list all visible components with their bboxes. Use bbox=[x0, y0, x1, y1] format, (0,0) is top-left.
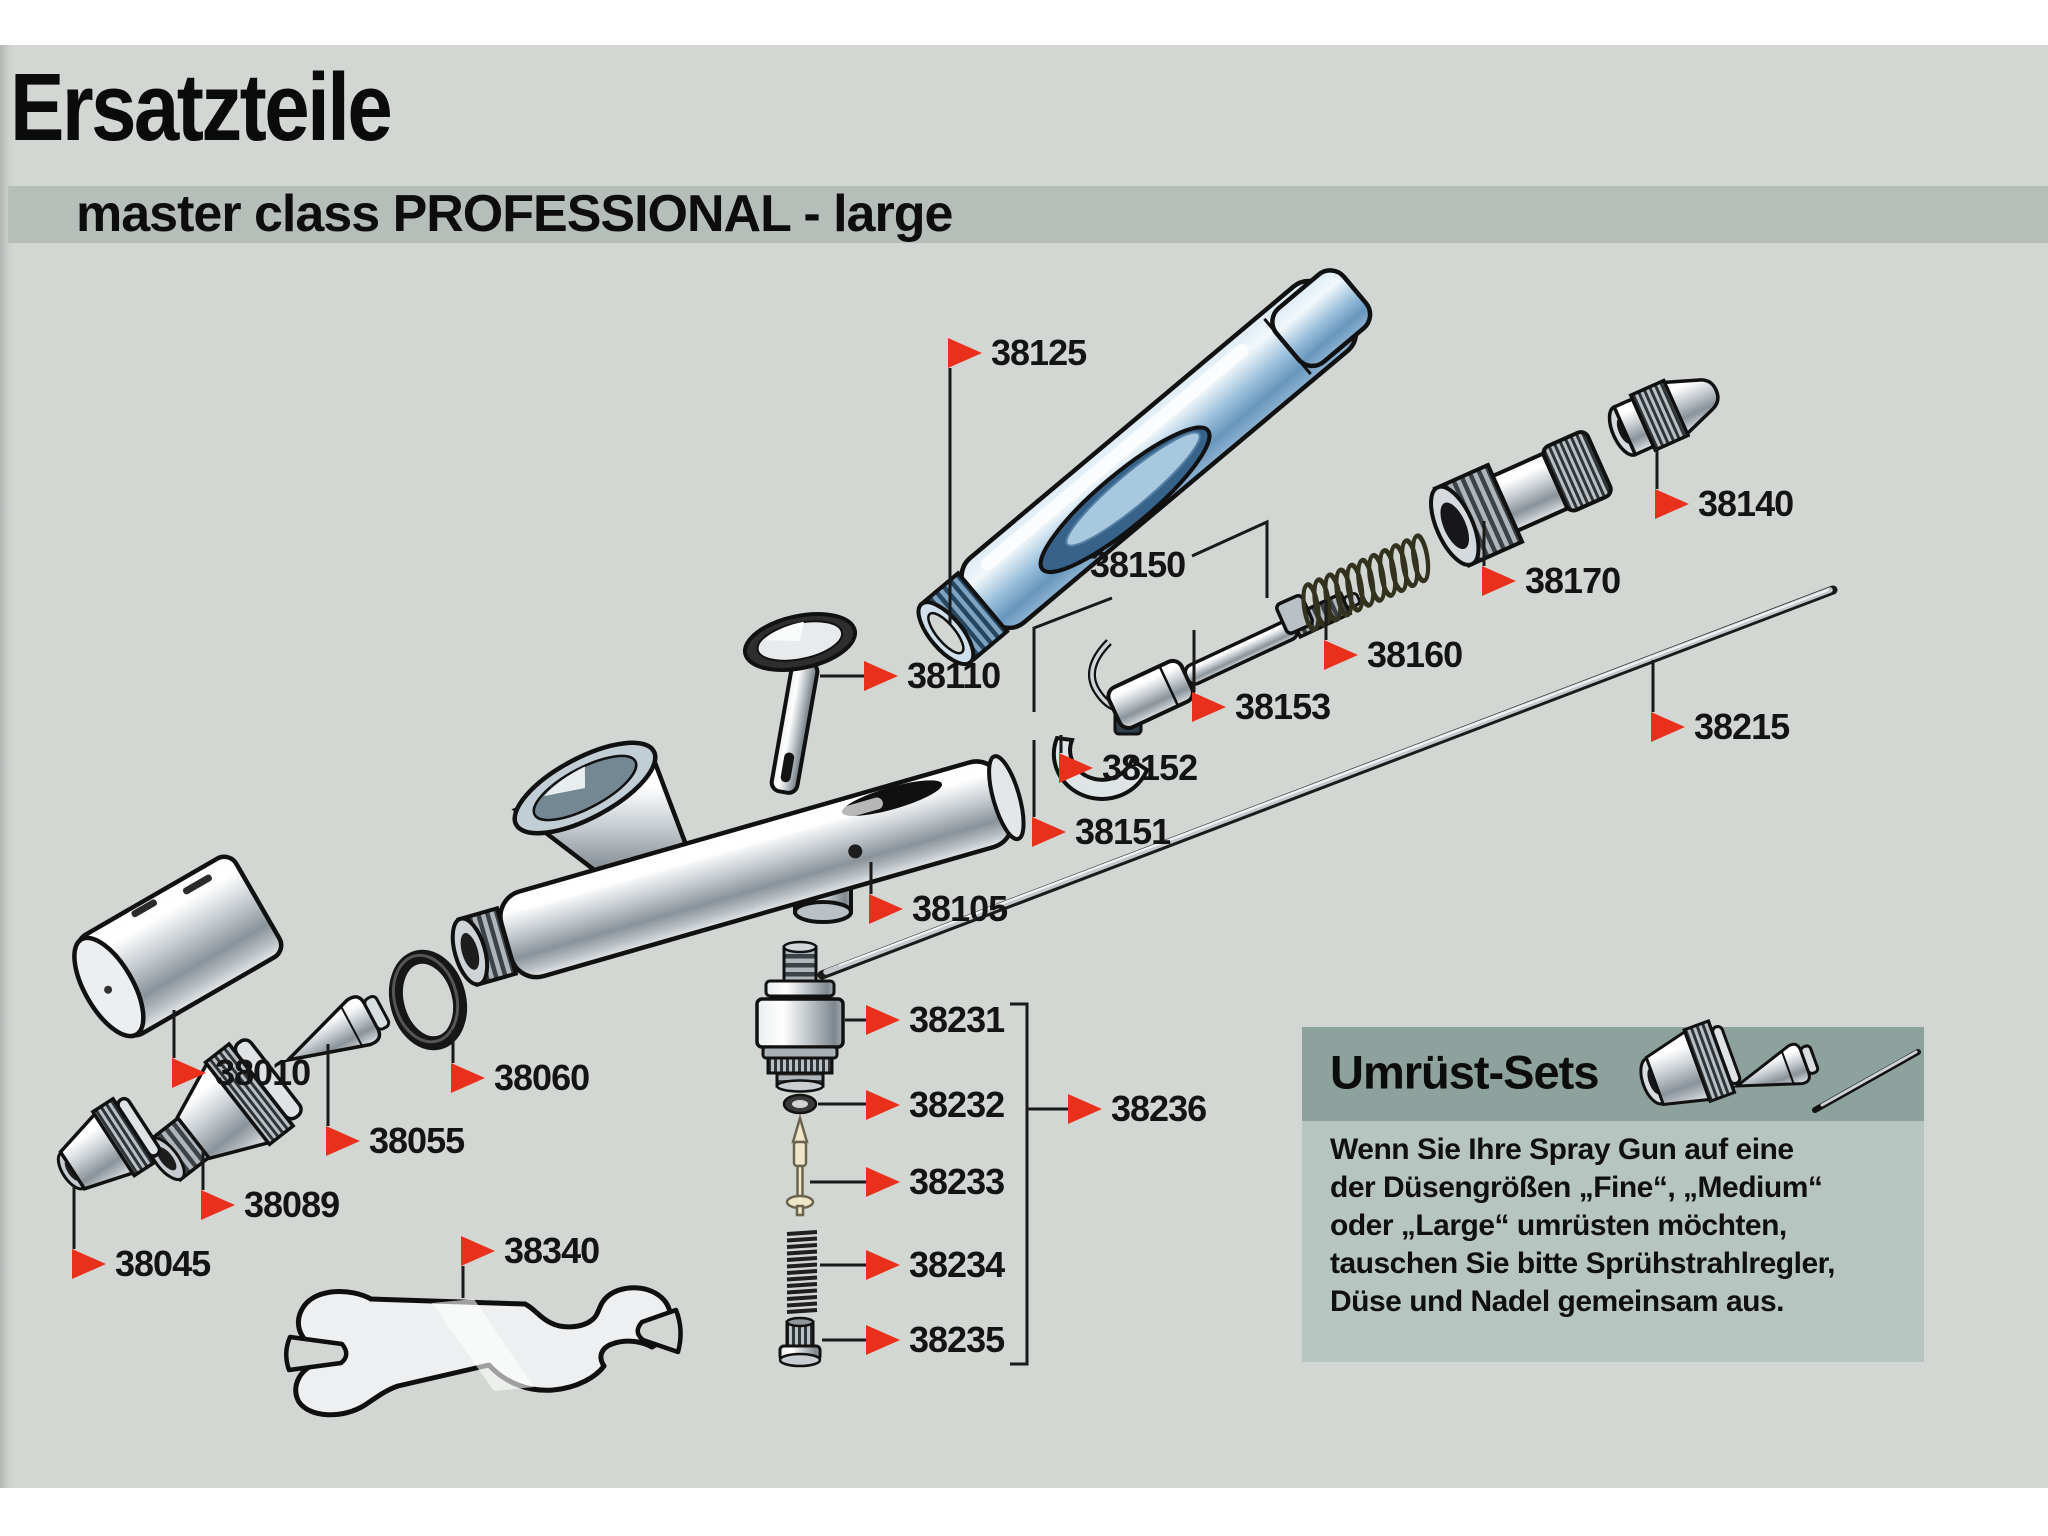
part-flag-38160: 38160 bbox=[1324, 634, 1463, 675]
assembly-label-38150: 38150 bbox=[1090, 544, 1186, 585]
flag-triangle-icon bbox=[1032, 817, 1066, 847]
flag-triangle-icon bbox=[201, 1190, 235, 1220]
part-number: 38110 bbox=[907, 655, 1001, 696]
part-flag-38060: 38060 bbox=[451, 1057, 590, 1098]
flag-triangle-icon bbox=[864, 661, 898, 691]
part-flag-38233: 38233 bbox=[866, 1161, 1005, 1202]
part-flag-38110: 38110 bbox=[864, 655, 1001, 696]
part-number: 38340 bbox=[504, 1230, 600, 1271]
umrust-text-line: der Düsengrößen „Fine“, „Medium“ bbox=[1330, 1171, 1823, 1204]
part-number: 38235 bbox=[909, 1319, 1005, 1360]
part-number: 38152 bbox=[1102, 747, 1198, 788]
part-flag-38340: 38340 bbox=[461, 1230, 600, 1271]
part-flag-38151: 38151 bbox=[1032, 811, 1171, 852]
part-number: 38055 bbox=[369, 1120, 465, 1161]
umrust-text-line: Wenn Sie Ihre Spray Gun auf eine bbox=[1330, 1133, 1794, 1166]
part-flag-38010: 38010 bbox=[172, 1052, 311, 1093]
part-number: 38089 bbox=[244, 1184, 340, 1225]
umrust-sets-title: Umrüst-Sets bbox=[1330, 1045, 1599, 1099]
flag-triangle-icon bbox=[1482, 566, 1516, 596]
part-flag-38232: 38232 bbox=[866, 1084, 1005, 1125]
part-number: 38233 bbox=[909, 1161, 1005, 1202]
part-number: 38060 bbox=[494, 1057, 590, 1098]
flag-triangle-icon bbox=[869, 894, 903, 924]
flag-triangle-icon bbox=[72, 1249, 106, 1279]
part-number: 38045 bbox=[115, 1243, 211, 1284]
part-flag-38105: 38105 bbox=[869, 888, 1008, 929]
flag-triangle-icon bbox=[948, 338, 982, 368]
part-number: 38236 bbox=[1111, 1088, 1207, 1129]
flag-triangle-icon bbox=[866, 1325, 900, 1355]
flag-triangle-icon bbox=[866, 1167, 900, 1197]
part-flag-38045: 38045 bbox=[72, 1243, 211, 1284]
part-number: 38140 bbox=[1698, 483, 1794, 524]
flag-triangle-icon bbox=[1059, 753, 1093, 783]
part-number: 38010 bbox=[215, 1052, 311, 1093]
umrust-sets-box: Umrüst-Sets Wenn Sie Ihre Spray Gun auf … bbox=[1302, 1027, 1924, 1362]
umrust-text-line: tauschen Sie bitte Sprühstrahlregler, bbox=[1330, 1247, 1835, 1280]
part-flag-38170: 38170 bbox=[1482, 560, 1621, 601]
page-title: Ersatzteile bbox=[10, 54, 393, 161]
part-number: 38215 bbox=[1694, 706, 1790, 747]
part-number: 38160 bbox=[1367, 634, 1463, 675]
part-number: 38232 bbox=[909, 1084, 1005, 1125]
part-flag-38236: 38236 bbox=[1068, 1088, 1207, 1129]
flag-triangle-icon bbox=[866, 1005, 900, 1035]
part-number: 38234 bbox=[909, 1244, 1005, 1285]
part-flag-38152: 38152 bbox=[1059, 747, 1198, 788]
part-flag-38231: 38231 bbox=[866, 999, 1005, 1040]
part-flag-38234: 38234 bbox=[866, 1244, 1005, 1285]
model-banner: master class PROFESSIONAL - large bbox=[8, 184, 2048, 243]
umrust-sets-text: Wenn Sie Ihre Spray Gun auf eine der Düs… bbox=[1302, 1121, 1924, 1362]
flag-triangle-icon bbox=[1192, 692, 1226, 722]
flag-triangle-icon bbox=[451, 1063, 485, 1093]
part-number: 38231 bbox=[909, 999, 1005, 1040]
part-number: 38170 bbox=[1525, 560, 1621, 601]
flag-triangle-icon bbox=[1651, 712, 1685, 742]
flag-triangle-icon bbox=[1655, 489, 1689, 519]
flag-triangle-icon bbox=[866, 1090, 900, 1120]
part-flag-38125: 38125 bbox=[948, 332, 1087, 373]
umrust-text-line: oder „Large“ umrüsten möchten, bbox=[1330, 1209, 1787, 1242]
part-flag-38235: 38235 bbox=[866, 1319, 1005, 1360]
flag-triangle-icon bbox=[326, 1126, 360, 1156]
umrust-sets-header: Umrüst-Sets bbox=[1302, 1027, 1924, 1121]
part-number: 38125 bbox=[991, 332, 1087, 373]
flag-triangle-icon bbox=[461, 1236, 495, 1266]
part-flag-38215: 38215 bbox=[1651, 706, 1790, 747]
flag-triangle-icon bbox=[1324, 640, 1358, 670]
part-flag-38153: 38153 bbox=[1192, 686, 1331, 727]
flag-triangle-icon bbox=[866, 1250, 900, 1280]
umrust-text-line: Düse und Nadel gemeinsam aus. bbox=[1330, 1285, 1784, 1318]
part-number: 38153 bbox=[1235, 686, 1331, 727]
model-banner-label: master class PROFESSIONAL - large bbox=[76, 184, 953, 243]
flag-triangle-icon bbox=[1068, 1094, 1102, 1124]
part-flag-38140: 38140 bbox=[1655, 483, 1794, 524]
part-flag-38089: 38089 bbox=[201, 1184, 340, 1225]
part-number: 38151 bbox=[1075, 811, 1171, 852]
part-flag-38055: 38055 bbox=[326, 1120, 465, 1161]
part-number: 38105 bbox=[912, 888, 1008, 929]
flag-triangle-icon bbox=[172, 1058, 206, 1088]
